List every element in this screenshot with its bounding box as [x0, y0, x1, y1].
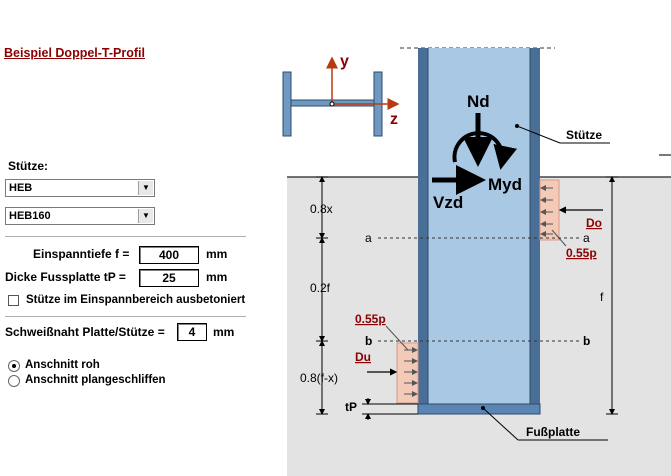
i-section-icon	[282, 56, 400, 137]
anschnitt-roh-radio[interactable]	[8, 360, 20, 372]
fussplatte-unit: mm	[206, 270, 228, 284]
factor-top-label: 0.55p	[566, 246, 597, 260]
divider	[5, 236, 246, 237]
pressure-block-bottom	[396, 342, 419, 404]
stuetze-callout: Stütze	[566, 128, 602, 142]
anschnitt-plan-radio[interactable]	[8, 375, 20, 387]
einspanntiefe-label: Einspanntiefe f =	[33, 247, 130, 261]
profile-size-select[interactable]: HEB160 ▼	[5, 207, 155, 225]
einspanntiefe-input[interactable]: 400	[139, 246, 199, 264]
divider	[5, 316, 246, 317]
fussplatte-label: Dicke Fussplatte tP =	[5, 270, 126, 284]
profile-size-value: HEB160	[9, 210, 51, 222]
einspanntiefe-unit: mm	[206, 247, 228, 261]
base-plate	[417, 403, 541, 415]
profile-type-select[interactable]: HEB ▼	[5, 179, 155, 197]
myd-label: Myd	[488, 175, 522, 194]
section-b-right: b	[583, 334, 590, 348]
fussplatte-input[interactable]: 25	[139, 269, 199, 287]
dim-02f-label: 0.2f	[310, 281, 331, 295]
section-a-right: a	[583, 231, 590, 245]
axis-z-label: z	[390, 111, 398, 128]
du-label: Du	[355, 350, 371, 364]
axis-y-label: y	[340, 53, 349, 70]
column-web	[428, 48, 530, 404]
dim-08x-label: 0.8x	[310, 202, 333, 216]
section-a-left: a	[365, 231, 372, 245]
dim-f-label: f	[600, 290, 604, 304]
page-title[interactable]: Beispiel Doppel-T-Profil	[4, 46, 145, 60]
vzd-label: Vzd	[433, 193, 463, 212]
stuetze-label: Stütze:	[8, 159, 48, 173]
section-b-left: b	[365, 334, 372, 348]
myd-moment-icon	[452, 131, 517, 170]
dimension-tp	[362, 398, 418, 420]
pressure-block-top	[539, 179, 560, 241]
anschnitt-plan-label: Anschnitt plangeschliffen	[25, 374, 166, 386]
schweissnaht-unit: mm	[213, 325, 235, 339]
anschnitt-roh-label: Anschnitt roh	[25, 359, 100, 371]
chevron-down-icon[interactable]: ▼	[138, 209, 153, 223]
ausbetoniert-checkbox[interactable]	[8, 295, 19, 306]
dim-08fx-label: 0.8(f-x)	[300, 371, 338, 385]
do-label: Do	[586, 216, 602, 230]
profile-type-value: HEB	[9, 182, 33, 194]
schweissnaht-input[interactable]: 4	[177, 323, 207, 341]
fussplatte-callout: Fußplatte	[526, 425, 580, 439]
dimension-right	[606, 176, 618, 415]
schweissnaht-label: Schweißnaht Platte/Stütze =	[5, 325, 165, 339]
nd-label: Nd	[467, 92, 490, 111]
ausbetoniert-label: Stütze im Einspannbereich ausbetoniert	[26, 294, 246, 306]
factor-bottom-label: 0.55p	[355, 312, 386, 326]
dim-tp-label: tP	[345, 400, 357, 414]
chevron-down-icon[interactable]: ▼	[138, 181, 153, 195]
dimension-left	[316, 176, 328, 415]
